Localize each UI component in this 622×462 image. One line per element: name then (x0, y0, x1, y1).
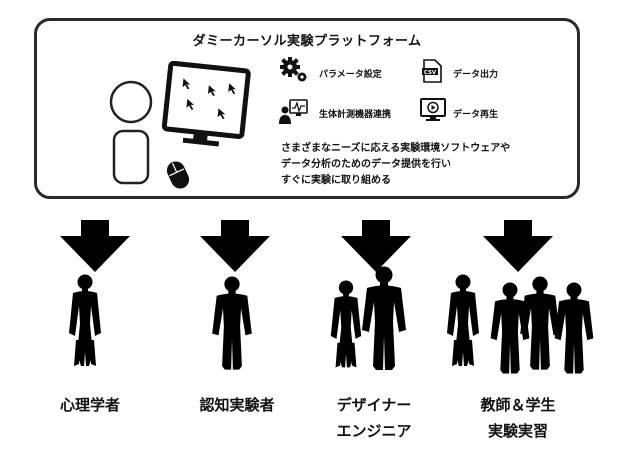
description-line: さまざまなニーズに応える実験環境ソフトウェアや (281, 143, 511, 154)
woman-silhouette-icon (69, 274, 101, 366)
caption-line: 教師＆学生 (480, 396, 556, 414)
description-line: すぐに実験に取り組める (281, 175, 391, 186)
feature-parameter-settings: パラメータ設定 (319, 70, 382, 80)
man-silhouette-icon (212, 276, 252, 370)
feature-data-playback: データ再生 (453, 110, 499, 120)
man-silhouette-icon (520, 276, 560, 370)
man-silhouette-icon (554, 282, 594, 374)
gears-icon (280, 57, 307, 82)
down-arrow-icon (341, 220, 411, 272)
platform-title: ダミーカーソル実験プラットフォーム (192, 34, 422, 49)
man-silhouette-icon (362, 266, 406, 370)
platform-description: さまざまなニーズに応える実験環境ソフトウェアや データ分析のためのデータ提供を行… (281, 141, 510, 189)
dummy-cursor-icons (182, 78, 237, 120)
audience-silhouettes (69, 266, 594, 374)
down-arrow-icon (483, 220, 553, 272)
platform-panel: ダミーカーソル実験プラットフォーム (34, 18, 580, 199)
monitor-icon (161, 61, 251, 147)
woman-silhouette-icon (447, 274, 479, 366)
audience-caption: 教師＆学生 実験実習 (462, 392, 574, 444)
audience-caption: 認知実験者 (182, 392, 292, 418)
feature-biometric-link: 生体計測機器連携 (319, 110, 392, 120)
caption-line: 心理学者 (59, 396, 120, 414)
csv-icon-label: CSV (424, 70, 437, 76)
woman-silhouette-icon (330, 280, 362, 368)
biometric-device-icon (279, 99, 308, 124)
down-arrow-icon (60, 220, 130, 272)
mouse-icon (166, 161, 190, 189)
person-outline-icon (109, 80, 153, 185)
caption-line: エンジニア (336, 422, 412, 440)
description-line: データ分析のためのデータ提供を行い (281, 159, 451, 170)
csv-file-icon: CSV (422, 59, 442, 83)
audience-caption: 心理学者 (42, 392, 138, 418)
down-arrow-icon (200, 220, 270, 272)
caption-line: 実験実習 (487, 422, 548, 440)
caption-line: 認知実験者 (199, 396, 275, 414)
caption-line: デザイナー (336, 396, 412, 414)
audience-caption: デザイナー エンジニア (318, 392, 430, 444)
feature-data-output: データ出力 (453, 70, 499, 80)
playback-monitor-icon (420, 98, 446, 121)
